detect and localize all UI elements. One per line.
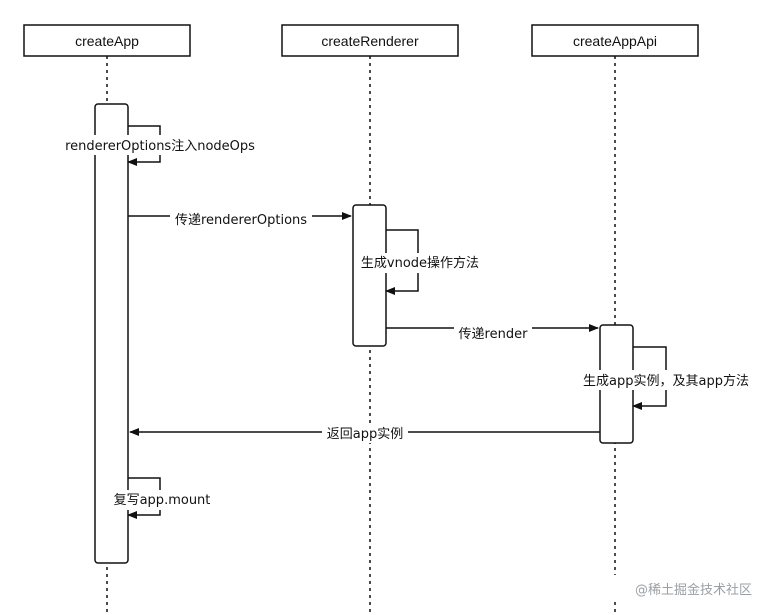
activation-createApp (94, 103, 129, 564)
message-pass-render: 传递render (459, 327, 529, 342)
label-bg (170, 210, 312, 228)
participant-createApp: createApp (23, 24, 191, 57)
label-bg (572, 370, 760, 390)
participant-createAppApi: createAppApi (531, 24, 699, 57)
label-bg (322, 425, 408, 443)
watermark-text: @稀土掘金技术社区 (635, 582, 752, 598)
message-self-app: 生成app实例，及其app方法 (583, 373, 749, 389)
message-self-vnode: 生成vnode操作方法 (361, 255, 479, 271)
participant-createApp-label: createApp (75, 33, 139, 49)
participant-createRenderer: createRenderer (281, 24, 459, 57)
message-return-app: 返回app实例 (327, 427, 403, 442)
participant-createRenderer-label: createRenderer (321, 33, 419, 49)
label-bg (60, 135, 265, 155)
message-pass-options: 传递rendererOptions (175, 213, 307, 228)
watermark-bg (590, 575, 760, 599)
label-bg (110, 490, 214, 510)
message-self-inject: rendererOptions注入nodeOps (65, 139, 255, 154)
message-self-mount: 复写app.mount (114, 493, 211, 508)
label-bg (354, 253, 488, 273)
label-bg (454, 325, 532, 343)
participant-createAppApi-label: createAppApi (573, 33, 657, 49)
activation-createRenderer (352, 204, 387, 347)
